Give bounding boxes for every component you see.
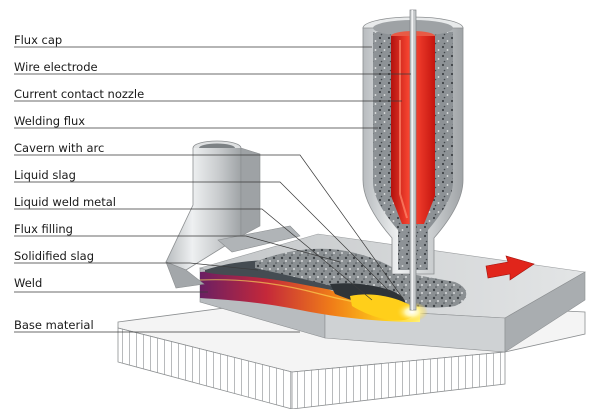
- label-wire-electrode: Wire electrode: [14, 60, 98, 74]
- label-cavern-with-arc: Cavern with arc: [14, 141, 105, 155]
- label-solidified-slag: Solidified slag: [14, 249, 95, 263]
- label-liquid-slag: Liquid slag: [14, 168, 76, 182]
- label-weld: Weld: [14, 276, 43, 290]
- label-current-contact-nozzle: Current contact nozzle: [14, 87, 145, 101]
- wire-electrode: [409, 9, 417, 311]
- label-flux-cap: Flux cap: [14, 33, 63, 47]
- label-flux-filling: Flux filling: [14, 222, 73, 236]
- base-material: [117, 297, 586, 409]
- arc-glow: [396, 302, 428, 322]
- leader-lines: [14, 46, 411, 333]
- label-welding-flux: Welding flux: [14, 114, 86, 128]
- label-liquid-weld-metal: Liquid weld metal: [14, 195, 117, 209]
- label-base-material: Base material: [14, 318, 94, 332]
- direction-arrow-icon: [485, 255, 535, 281]
